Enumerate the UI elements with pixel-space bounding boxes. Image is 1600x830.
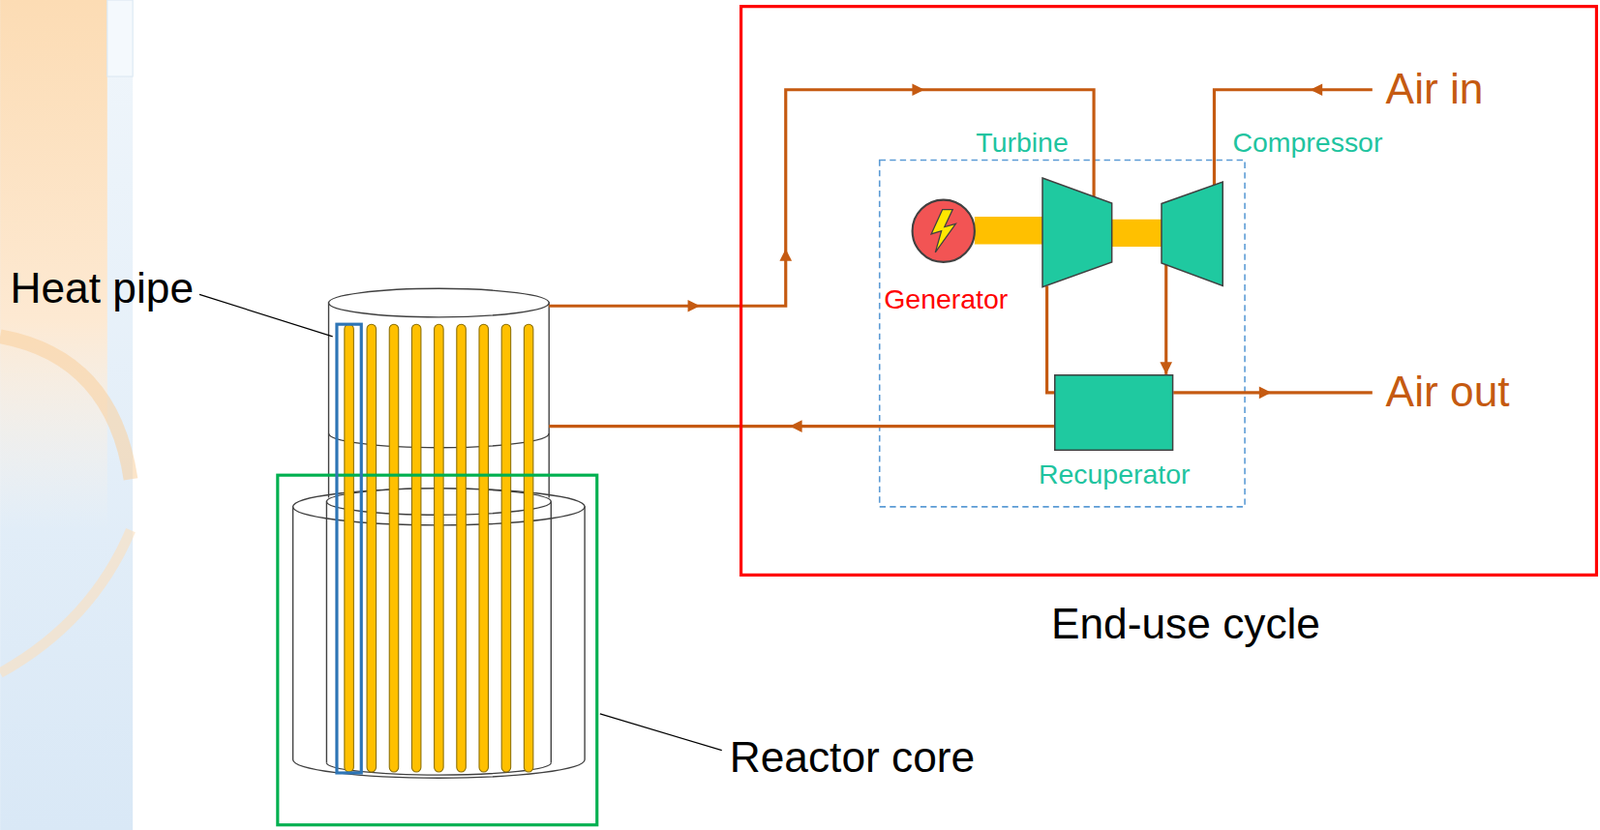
heat-pipe-rod — [344, 324, 354, 773]
flow-arrowhead — [779, 248, 792, 262]
heat-pipe-rod — [389, 324, 398, 773]
flow-arrowheads — [688, 83, 1324, 432]
component-label: Generator — [883, 283, 1008, 316]
exhaust-pipe — [1047, 286, 1055, 393]
flow-arrowhead — [911, 83, 925, 96]
background-arc — [0, 530, 131, 674]
lightning-bolt — [931, 209, 956, 252]
background-arc — [0, 336, 131, 481]
shape-outline — [1161, 181, 1223, 287]
heat-pipe-highlight-box — [336, 324, 362, 774]
recuperator-symbol: Recuperator — [1054, 374, 1174, 452]
shape-outline — [1054, 374, 1174, 452]
flow-arrowhead — [1310, 83, 1324, 96]
leader-line — [600, 714, 723, 752]
shaft — [974, 216, 1046, 244]
component-label: Turbine — [975, 126, 1068, 159]
shaft — [1111, 219, 1163, 247]
leader-line — [199, 294, 333, 336]
shape-outline — [1042, 178, 1113, 288]
flow-label: Air in — [1386, 64, 1484, 115]
hot-air-pipe — [548, 90, 1094, 306]
flow-arrowhead — [688, 300, 701, 313]
heat-pipe-rod — [411, 324, 421, 773]
flow-pipe — [1164, 263, 1168, 374]
core-highlight-box — [277, 475, 598, 826]
compressor-symbol: Compressor — [1161, 181, 1223, 287]
heat-pipe-rods — [344, 324, 534, 773]
slide-background — [0, 0, 133, 830]
recuperator-symbol — [1055, 375, 1174, 452]
background-tab — [107, 0, 133, 77]
flow-arrowhead — [789, 420, 803, 433]
heat-pipe-rod — [434, 324, 444, 773]
heat-pipe-rod — [523, 324, 533, 773]
component-label: Recuperator — [1038, 458, 1191, 491]
reactor-drawing — [293, 288, 585, 779]
heat-pipe-rod — [479, 324, 488, 773]
flow-arrowhead — [1259, 386, 1272, 399]
part-label: Reactor core — [729, 733, 975, 784]
heat-exchanger-top — [329, 288, 550, 318]
flow-label: Air out — [1386, 367, 1510, 418]
component-label: Compressor — [1232, 126, 1383, 159]
generator-circle — [912, 199, 975, 262]
generator-symbol: Generator — [910, 198, 976, 264]
heat-pipe-rod — [456, 324, 466, 773]
part-label: Heat pipe — [10, 264, 195, 314]
shape-outline — [910, 198, 976, 264]
turbine-symbol — [1042, 178, 1113, 288]
turbine-symbol: Turbine — [1042, 178, 1113, 288]
leader-lines — [199, 294, 723, 751]
background-panel — [0, 0, 133, 830]
compressor-symbol — [1161, 181, 1223, 287]
heat-pipe-rod — [366, 324, 376, 773]
power-unit-boundary — [879, 159, 1245, 507]
heat-pipe-rod — [501, 324, 511, 773]
cycle-heading: End-use cycle — [1051, 600, 1321, 650]
air-out-pipe — [1173, 391, 1373, 394]
